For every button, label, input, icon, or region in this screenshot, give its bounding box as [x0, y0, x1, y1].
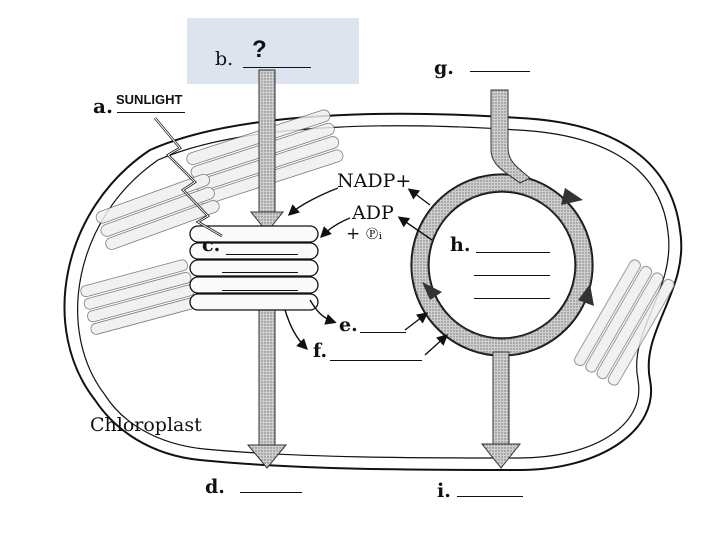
label-a-answer: SUNLIGHT	[116, 92, 183, 107]
label-adp: ADP	[352, 202, 394, 224]
chloroplast-outer-membrane	[63, 112, 683, 472]
label-pi: + ℗ᵢ	[346, 224, 382, 244]
label-c: c.	[202, 234, 221, 256]
thylakoid-stacks-background	[80, 109, 675, 386]
blank-i[interactable]	[457, 496, 523, 497]
blank-f[interactable]	[330, 360, 422, 361]
label-b-answer: ?	[252, 36, 267, 63]
blank-h-2[interactable]	[474, 275, 550, 276]
label-chloroplast: Chloroplast	[90, 414, 202, 436]
label-f: f.	[313, 340, 328, 362]
blank-a[interactable]	[117, 112, 185, 113]
blank-e[interactable]	[360, 332, 406, 333]
blank-h-3[interactable]	[474, 298, 550, 299]
arrow-to-d	[246, 299, 288, 469]
blank-g[interactable]	[470, 71, 530, 72]
blank-h-1[interactable]	[476, 252, 550, 253]
label-d: d.	[205, 476, 225, 498]
blank-c-3[interactable]	[222, 290, 298, 291]
label-h: h.	[450, 234, 471, 256]
blank-b[interactable]	[243, 67, 311, 68]
calvin-cycle	[410, 173, 594, 357]
chloroplast-inner-membrane	[77, 125, 670, 459]
arrow-g-input	[490, 89, 531, 184]
blank-c-2[interactable]	[222, 272, 298, 273]
label-i: i.	[437, 480, 451, 502]
label-e: e.	[339, 314, 358, 336]
label-a: a.	[93, 94, 113, 118]
label-g: g.	[434, 57, 454, 79]
label-b: b.	[215, 48, 234, 70]
arrow-to-i	[480, 351, 522, 469]
arrow-b-to-c	[249, 69, 285, 233]
label-nadp: NADP+	[337, 170, 412, 192]
blank-d[interactable]	[240, 492, 302, 493]
exchange-arrows	[284, 187, 449, 356]
blank-c-1[interactable]	[226, 254, 298, 255]
